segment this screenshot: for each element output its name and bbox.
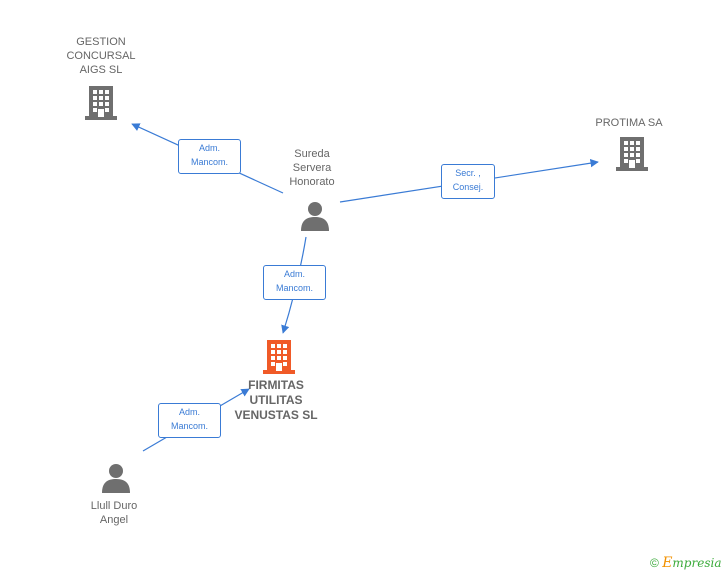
- brand-name: mpresia: [672, 556, 722, 570]
- node-label-gestion[interactable]: GESTION CONCURSAL AIGS SL: [66, 36, 136, 76]
- building-icon[interactable]: [263, 340, 295, 374]
- node-label-protima[interactable]: PROTIMA SA: [595, 117, 663, 129]
- node-label-llull[interactable]: Llull Duro Angel: [90, 500, 138, 526]
- copyright-symbol: ©: [650, 556, 659, 570]
- edge-label-sureda-firmitas: Adm. Mancom.: [263, 265, 326, 300]
- edge-label-sureda-protima: Secr. , Consej.: [441, 164, 495, 199]
- node-label-firmitas[interactable]: FIRMITAS UTILITAS VENUSTAS SL: [234, 378, 318, 422]
- person-icon[interactable]: [102, 464, 130, 493]
- building-icon[interactable]: [616, 137, 648, 171]
- person-icon[interactable]: [301, 202, 329, 231]
- brand-initial: E: [662, 555, 673, 571]
- building-icon[interactable]: [85, 86, 117, 120]
- edge-label-sureda-gestion: Adm. Mancom.: [178, 139, 241, 174]
- empresia-logo: © Empresia: [650, 555, 721, 571]
- node-label-sureda[interactable]: Sureda Servera Honorato: [289, 148, 335, 188]
- edge-label-llull-firmitas: Adm. Mancom.: [158, 403, 221, 438]
